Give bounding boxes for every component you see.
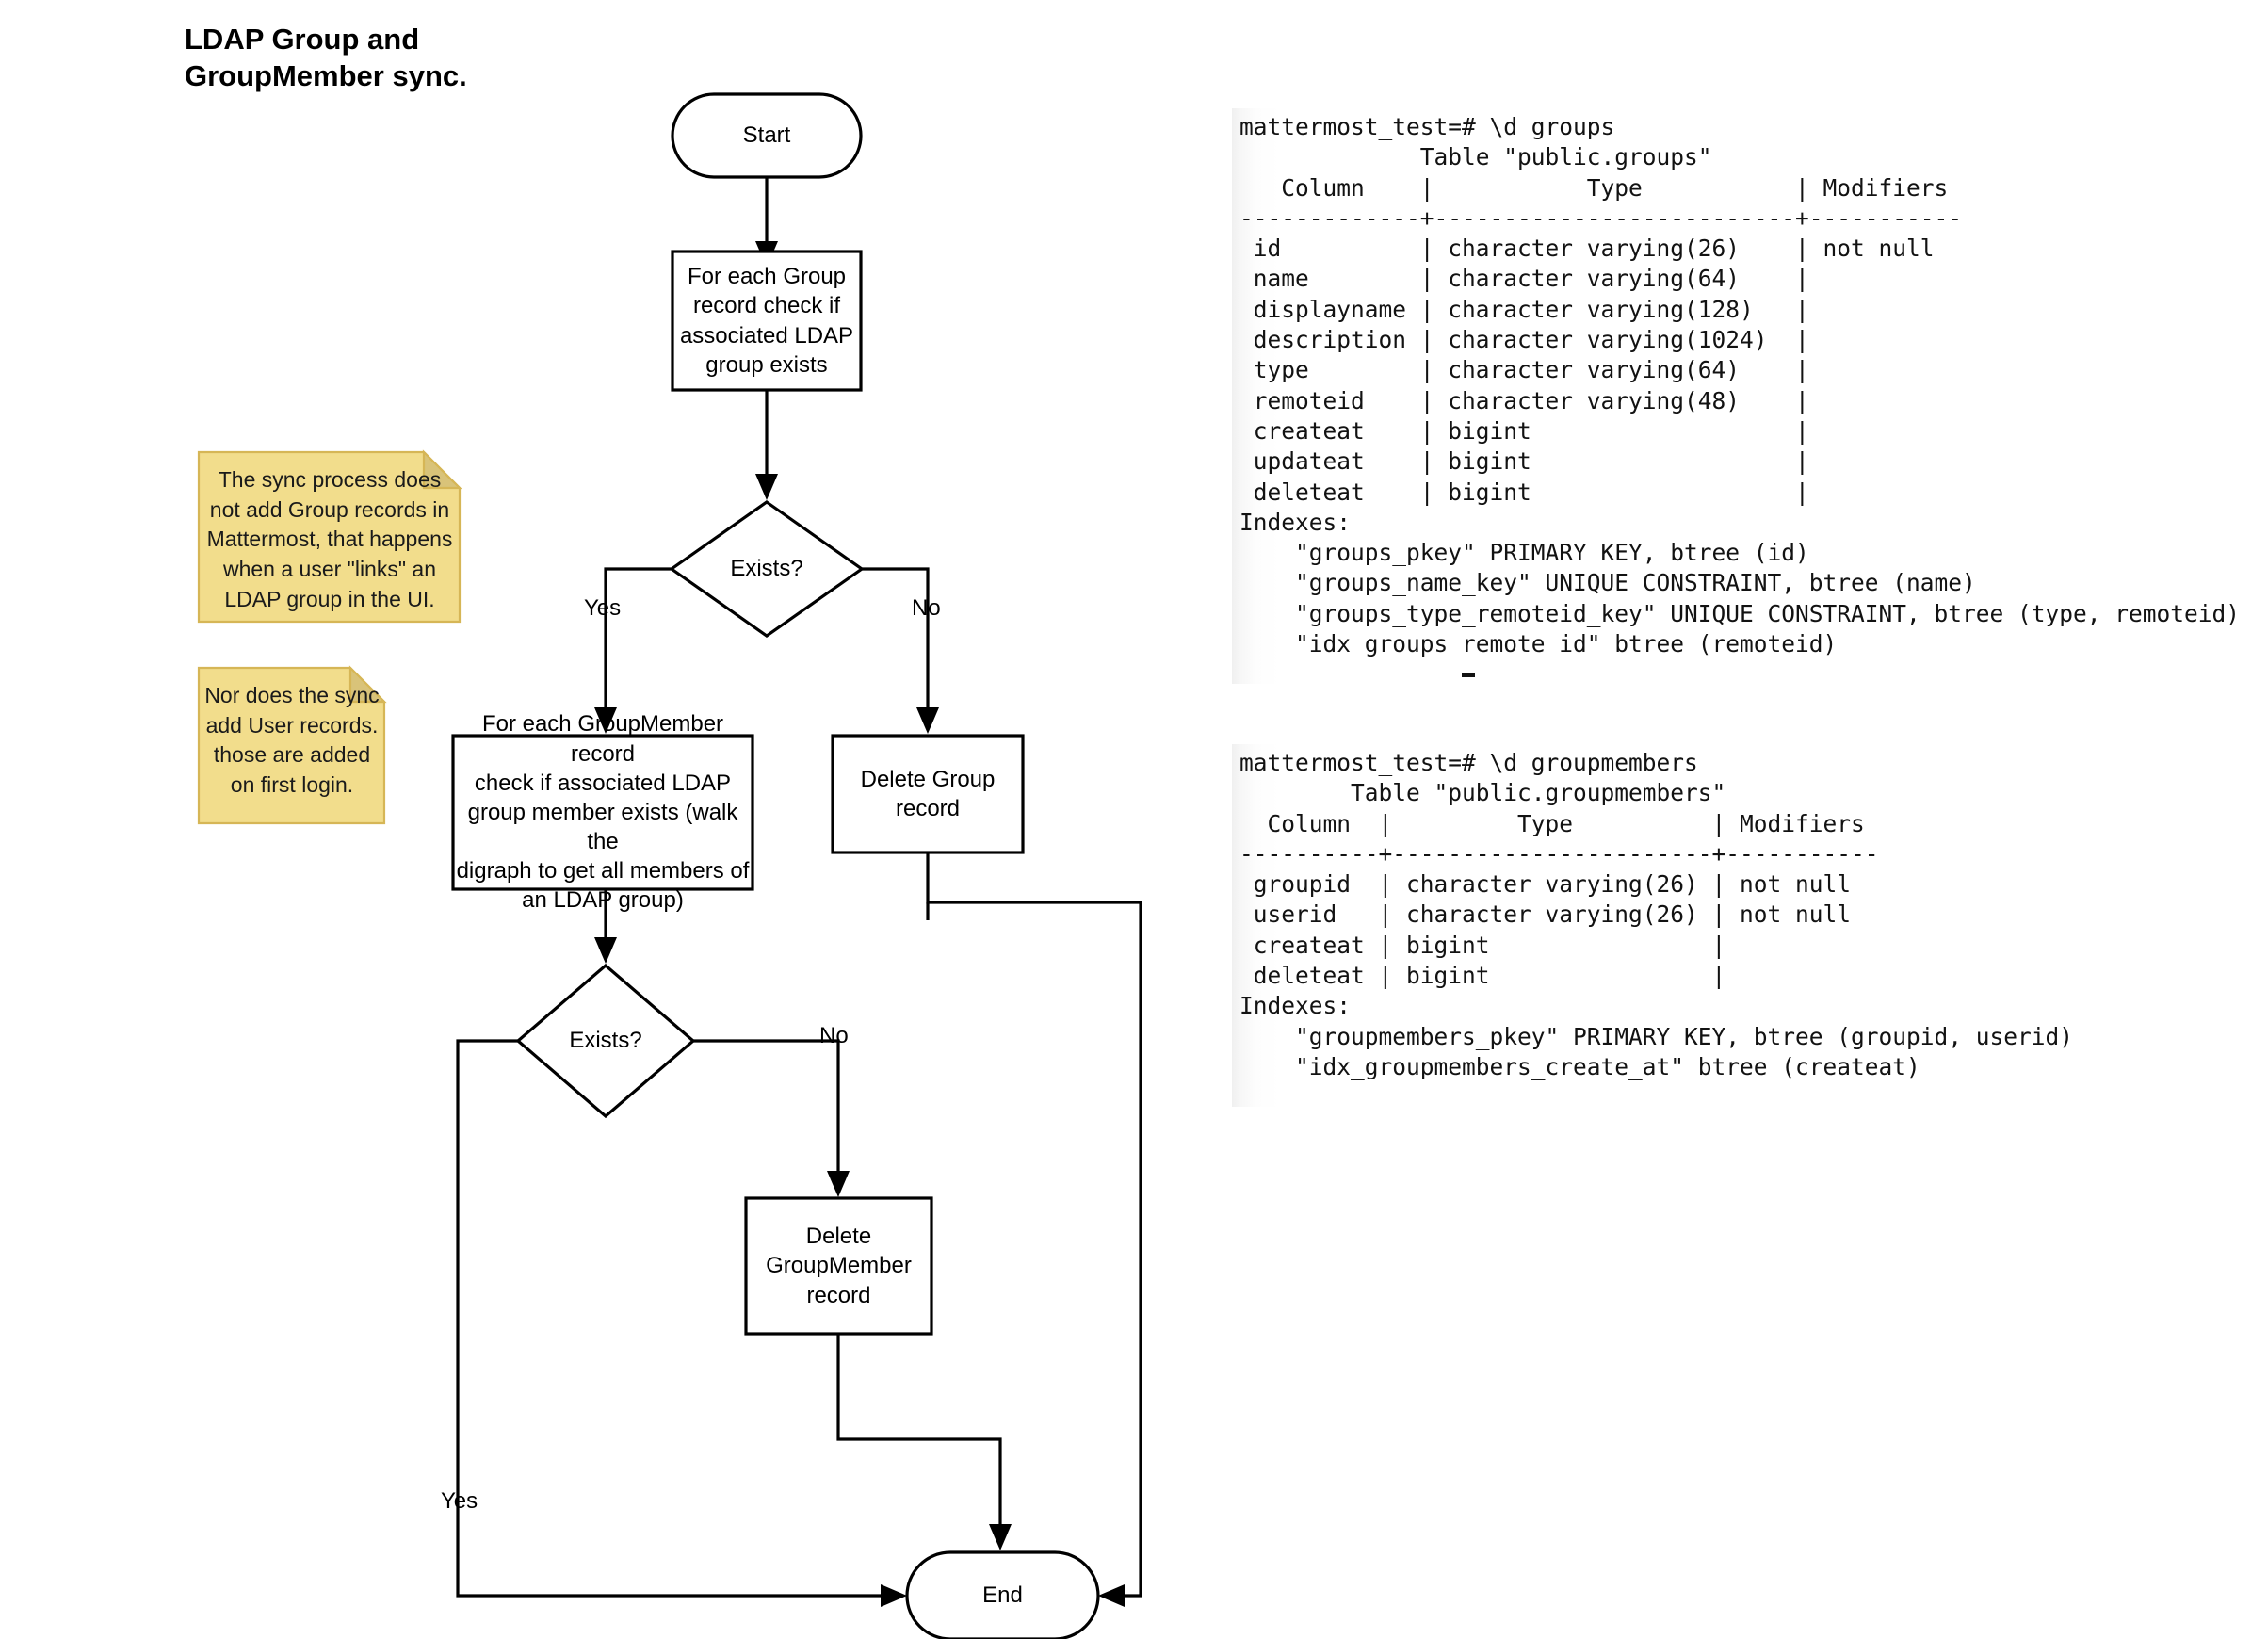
terminal-output-groupmembers: mattermost_test=# \d groupmembers Table … [1232, 744, 2082, 1108]
edge-check-member-to-exists [594, 889, 617, 964]
edge-delete-group-to-end [926, 852, 1142, 1607]
page-title: LDAP Group and GroupMember sync. [185, 23, 467, 93]
edge-exists-group-no [862, 567, 939, 734]
node-check-group[interactable] [671, 250, 863, 392]
edge-label-member-yes: Yes [441, 1488, 478, 1514]
node-exists-member[interactable] [515, 963, 696, 1119]
edge-label-group-yes: Yes [584, 595, 622, 621]
edge-exists-member-yes [456, 1039, 907, 1607]
sticky-note-2-text: Nor does the sync add User records. thos… [204, 683, 380, 798]
node-check-groupmember[interactable] [451, 734, 754, 891]
edge-label-member-no: No [819, 1023, 849, 1048]
sticky-note-1-text: The sync process does not add Group reco… [206, 467, 453, 611]
node-start[interactable] [671, 92, 863, 179]
node-end[interactable] [905, 1550, 1100, 1639]
edge-label-group-no: No [912, 595, 941, 621]
edge-exists-member-no [693, 1039, 850, 1197]
sticky-note-1 [197, 449, 462, 624]
edge-check-group-to-exists [755, 390, 778, 500]
node-exists-group[interactable] [669, 500, 865, 638]
edge-exists-group-yes [594, 567, 672, 734]
edge-delete-groupmember-to-end [836, 1334, 1012, 1550]
node-delete-group[interactable] [831, 734, 1025, 854]
terminal-cursor [1462, 673, 1475, 677]
terminal-output-groups: mattermost_test=# \d groups Table "publi… [1232, 108, 2248, 685]
sticky-note-2 [197, 665, 387, 825]
node-delete-groupmember[interactable] [744, 1196, 933, 1336]
